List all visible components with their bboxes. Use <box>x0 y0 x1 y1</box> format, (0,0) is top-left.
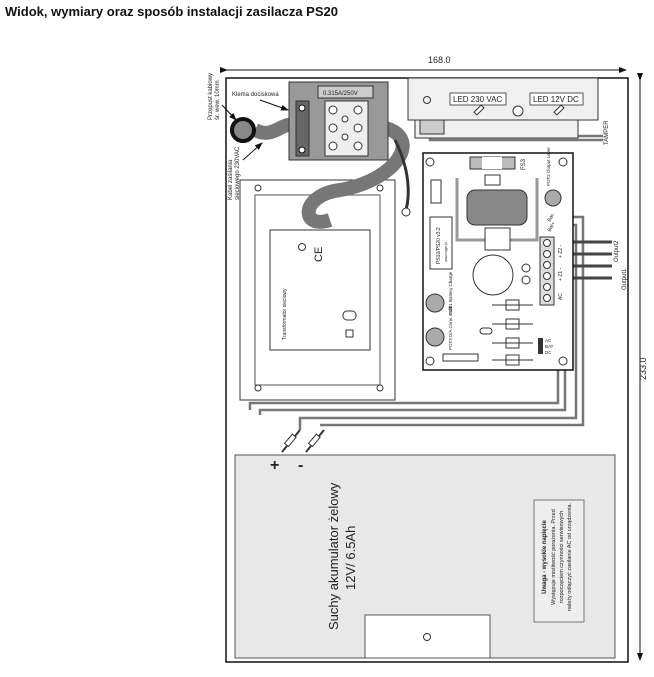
output1-label: Output1 <box>622 268 628 290</box>
tamper-screw-icon <box>512 105 524 117</box>
z2-label: + Z2 - <box>558 244 564 258</box>
terminal-block: 0.315A/250V <box>288 81 389 161</box>
ce-mark: CE <box>313 247 325 262</box>
pot2-label: POT2 Output Level <box>546 147 551 186</box>
pcb-name: PS10/PS20 v3.2 <box>436 227 442 264</box>
output2-label: Output2 <box>614 240 620 262</box>
bat-plus-label: Bat+ <box>547 221 557 233</box>
fuse-label: 0.315A/250V <box>323 91 358 97</box>
fs3-label: FS3 <box>521 158 527 170</box>
led-230-label: LED 230 VAC <box>453 95 502 104</box>
led-panel: LED 230 VAC LED 12V DC <box>407 77 599 139</box>
pcb-url: www.roger.pl <box>444 242 448 262</box>
led-ac-label: AC <box>545 338 552 343</box>
pot3-potentiometer[interactable] <box>425 327 445 347</box>
warning-note: Uwaga - wysokie napięcie Występuje możli… <box>542 502 573 611</box>
led-230-icon <box>473 104 485 116</box>
height-dimension: 233.0 <box>637 73 648 661</box>
page-title: Widok, wymiary oraz sposób instalacji za… <box>5 4 338 19</box>
led-12-label: LED 12V DC <box>533 95 579 104</box>
svg-text:Występuje możliwość porażenia.: Występuje możliwość porażenia. Przed <box>551 509 557 605</box>
height-value: 233.0 <box>638 357 648 380</box>
pot3-label: POT3 D/A Conv. Calib. <box>448 304 453 350</box>
z1-label: + Z1 - <box>558 267 564 281</box>
cable-gland-icon <box>230 117 256 143</box>
svg-text:należy odłączyć zasilanie AC o: należy odłączyć zasilanie AC od urządzen… <box>567 502 573 611</box>
mains-cable-label-1: Kabel zasilania <box>228 159 234 200</box>
led-12-icon <box>553 104 565 116</box>
cable-gland-label-1: Przepust kablowy <box>208 73 214 120</box>
tamper-label: TAMPER <box>604 120 610 145</box>
battery-plus-label: + <box>270 457 279 474</box>
transformer: CE Transformator sieciowy <box>239 179 396 401</box>
led-dc-label: DC <box>545 350 552 355</box>
led-bat-label: BAT <box>545 344 554 349</box>
battery-type: Suchy akumulator żelowy <box>326 482 341 630</box>
svg-text:Uwaga - wysokie napięcie: Uwaga - wysokie napięcie <box>542 519 548 593</box>
width-value: 168.0 <box>428 55 451 65</box>
ac-label: AC <box>558 293 564 300</box>
pot1-potentiometer[interactable] <box>425 293 445 313</box>
cable-gland-label-2: śr. wew. 10mm <box>215 80 221 120</box>
pot1-label: POT1 Battery Charge <box>448 271 453 315</box>
pot2-potentiometer[interactable] <box>544 189 562 207</box>
svg-text:rozpoczęciem czynności serwiso: rozpoczęciem czynności serwisowych <box>559 511 565 603</box>
battery-minus-label: - <box>298 457 303 474</box>
pcb-board: FS3 PS10/PS20 v3.2 www.roger.pl POT2 Out… <box>422 147 574 371</box>
battery-rating: 12V/ 6.5Ah <box>343 526 358 590</box>
mains-cable-label-2: sieciowego 230VAC <box>235 146 241 200</box>
bat-minus-label: Bat- <box>547 212 557 223</box>
battery: + - Suchy akumulator żelowy 12V/ 6.5Ah U… <box>234 429 616 659</box>
transformer-label: Transformator sieciowy <box>282 288 288 340</box>
width-dimension: 168.0 <box>220 55 627 73</box>
terminal-label: Klema dociskowa <box>232 92 279 98</box>
